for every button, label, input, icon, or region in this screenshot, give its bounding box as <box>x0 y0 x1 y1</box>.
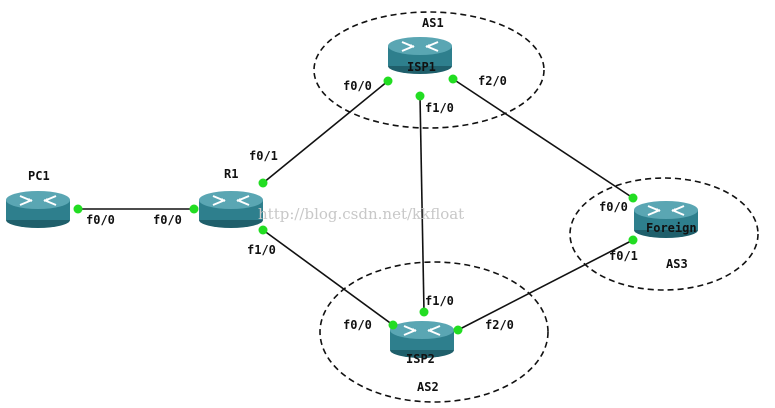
link-isp1-foreign[interactable] <box>452 78 634 199</box>
port-label-isp1-f2-0: f2/0 <box>478 74 507 88</box>
port-label-r1-f0-0: f0/0 <box>153 213 182 227</box>
watermark-text: http://blog.csdn.net/kkfloat <box>258 205 464 223</box>
port-dots <box>73 74 638 335</box>
port-dot <box>628 193 638 203</box>
as-labels: AS1 AS2 AS3 <box>417 16 688 394</box>
port-label-pc1-f0-0: f0/0 <box>86 213 115 227</box>
device-label-isp2: ISP2 <box>406 352 435 366</box>
port-dot <box>388 320 398 330</box>
port-dot <box>448 74 458 84</box>
port-dot <box>258 178 268 188</box>
as-label-as1: AS1 <box>422 16 444 30</box>
link-isp2-foreign[interactable] <box>457 239 634 331</box>
port-label-isp2-f0-0: f0/0 <box>343 318 372 332</box>
device-pc1[interactable] <box>5 190 71 229</box>
port-dot <box>383 76 393 86</box>
port-label-r1-f1-0: f1/0 <box>247 243 276 257</box>
port-dot <box>258 225 268 235</box>
device-labels: PC1 R1 ISP1 ISP2 Foreign <box>28 60 697 366</box>
port-label-isp1-f1-0: f1/0 <box>425 101 454 115</box>
as1-boundary <box>313 11 545 129</box>
router-icon <box>198 190 264 229</box>
links <box>78 78 634 331</box>
link-r1-isp2[interactable] <box>262 229 394 326</box>
as3-boundary <box>569 177 759 291</box>
port-dot <box>453 325 463 335</box>
port-dot <box>628 235 638 245</box>
port-dot <box>73 204 83 214</box>
port-label-isp1-f0-0: f0/0 <box>343 79 372 93</box>
port-dot <box>415 91 425 101</box>
port-label-foreign-f0-0: f0/0 <box>599 200 628 214</box>
port-dot <box>419 307 429 317</box>
as2-boundary <box>319 261 549 403</box>
link-isp1-isp2[interactable] <box>419 95 425 313</box>
as-label-as3: AS3 <box>666 257 688 271</box>
device-r1[interactable] <box>198 190 264 229</box>
port-dot <box>189 204 199 214</box>
port-label-foreign-f0-1: f0/1 <box>609 249 638 263</box>
as-boundaries <box>313 11 759 403</box>
interface-labels: f0/0 f0/0 f0/1 f0/0 f1/0 f0/0 f1/0 f1/0 … <box>86 74 638 332</box>
device-label-r1: R1 <box>224 167 238 181</box>
router-icon <box>5 190 71 229</box>
device-label-isp1: ISP1 <box>407 60 436 74</box>
device-label-foreign: Foreign <box>646 221 697 235</box>
port-label-isp2-f1-0: f1/0 <box>425 294 454 308</box>
port-label-r1-f0-1: f0/1 <box>249 149 278 163</box>
as-label-as2: AS2 <box>417 380 439 394</box>
device-label-pc1: PC1 <box>28 169 50 183</box>
port-label-isp2-f2-0: f2/0 <box>485 318 514 332</box>
link-r1-isp1[interactable] <box>262 80 389 184</box>
